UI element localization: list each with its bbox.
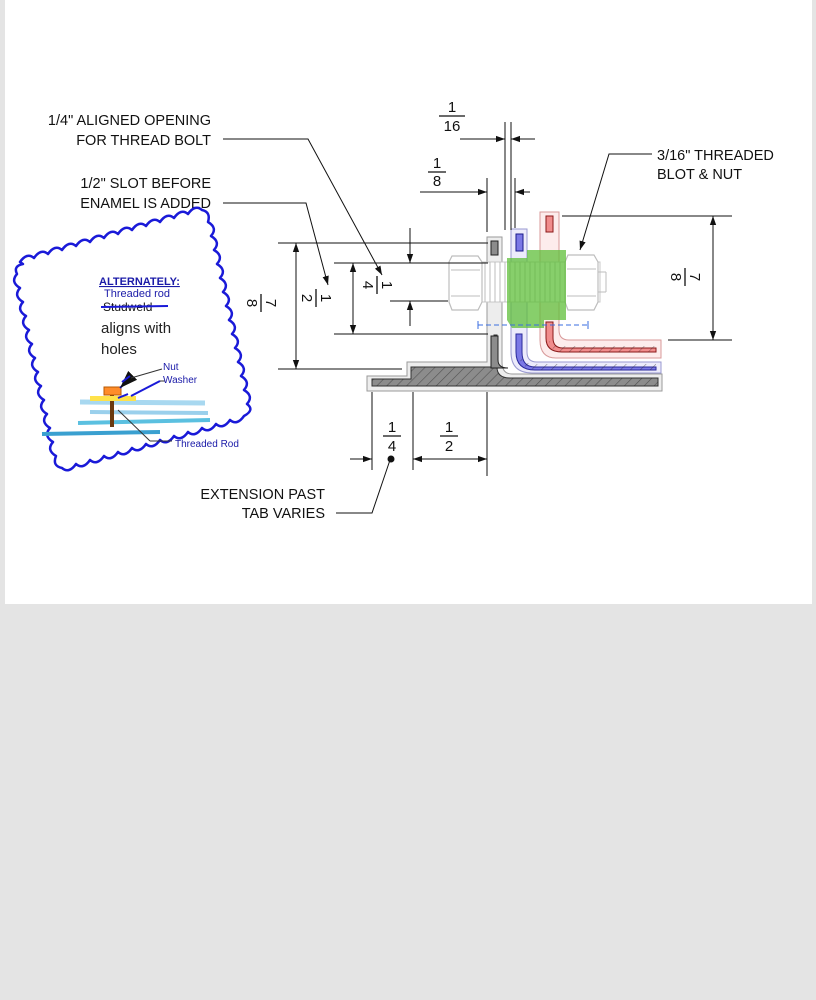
inset-heading: ALTERNATELY: — [99, 276, 180, 288]
callout-bolt-line1: 3/16" THREADED — [657, 148, 774, 164]
gray-bracket-part — [366, 236, 663, 392]
dim-slot-gap-den: 8 — [433, 173, 441, 190]
callout-extension-line1: EXTENSION PAST — [200, 487, 325, 503]
bolt-assembly — [448, 250, 607, 329]
inset-line1: Threaded rod — [104, 288, 170, 300]
blue-bracket-part — [510, 228, 662, 374]
dim-bottom-offset-num: 1 — [445, 419, 453, 436]
callout-aligned-opening: 1/4" ALIGNED OPENING FOR THREAD BOLT — [48, 113, 383, 276]
dim-right-height-num: 7 — [686, 273, 703, 281]
inset-line4: holes — [101, 341, 137, 358]
callout-slot-before-enamel: 1/2" SLOT BEFORE ENAMEL IS ADDED — [80, 176, 329, 286]
dim-opening-height: 1 4 — [359, 228, 448, 326]
callout-aligned-opening-line1: 1/4" ALIGNED OPENING — [48, 113, 211, 129]
callout-extension-past-tab: EXTENSION PAST TAB VARIES — [200, 455, 395, 522]
callout-aligned-opening-line2: FOR THREAD BOLT — [76, 133, 211, 149]
dim-opening-height-den: 4 — [359, 281, 376, 289]
dim-opening-height-num: 1 — [378, 281, 395, 289]
green-highlight — [507, 250, 566, 328]
dim-right-height-den: 8 — [667, 273, 684, 281]
dim-bottom-extension-den: 4 — [388, 438, 396, 455]
callout-threaded-bolt-nut: 3/16" THREADED BLOT & NUT — [579, 148, 774, 251]
inset-line3: aligns with — [101, 320, 171, 337]
dim-right-height: 7 8 — [562, 215, 732, 341]
dim-bottom-offset-den: 2 — [445, 438, 453, 455]
dim-left-height: 7 8 — [243, 242, 488, 370]
dim-slot-height: 1 2 — [298, 262, 488, 335]
dim-left-height-den: 8 — [243, 299, 260, 307]
dim-slot-gap: 1 8 — [420, 155, 530, 232]
inset-label-nut: Nut — [163, 362, 179, 373]
dim-left-height-num: 7 — [262, 299, 279, 307]
dim-top-gap-den: 16 — [444, 118, 461, 135]
inset-label-washer: Washer — [163, 375, 198, 386]
alternate-note-inset: ALTERNATELY: Threaded rod Studweld align… — [12, 206, 252, 472]
dim-bottom-extension-num: 1 — [388, 419, 396, 436]
dim-slot-height-den: 2 — [298, 294, 315, 302]
callout-slot-line2: ENAMEL IS ADDED — [80, 196, 211, 212]
technical-drawing: 1/4" ALIGNED OPENING FOR THREAD BOLT 1/2… — [12, 99, 774, 522]
dim-top-gap-num: 1 — [448, 99, 456, 116]
callout-slot-line1: 1/2" SLOT BEFORE — [80, 176, 211, 192]
dim-bottom: 1 4 1 2 — [350, 392, 488, 476]
inset-label-rod: Threaded Rod — [175, 439, 239, 450]
callout-bolt-line2: BLOT & NUT — [657, 167, 742, 183]
dim-slot-height-num: 1 — [317, 294, 334, 302]
inset-rod-illustration — [41, 368, 211, 442]
callout-extension-line2: TAB VARIES — [242, 506, 325, 522]
dim-slot-gap-num: 1 — [433, 155, 441, 172]
dim-top-gap: 1 16 — [439, 99, 535, 230]
drawing-sheet: 1/4" ALIGNED OPENING FOR THREAD BOLT 1/2… — [5, 0, 812, 604]
red-bracket-part — [539, 211, 662, 359]
